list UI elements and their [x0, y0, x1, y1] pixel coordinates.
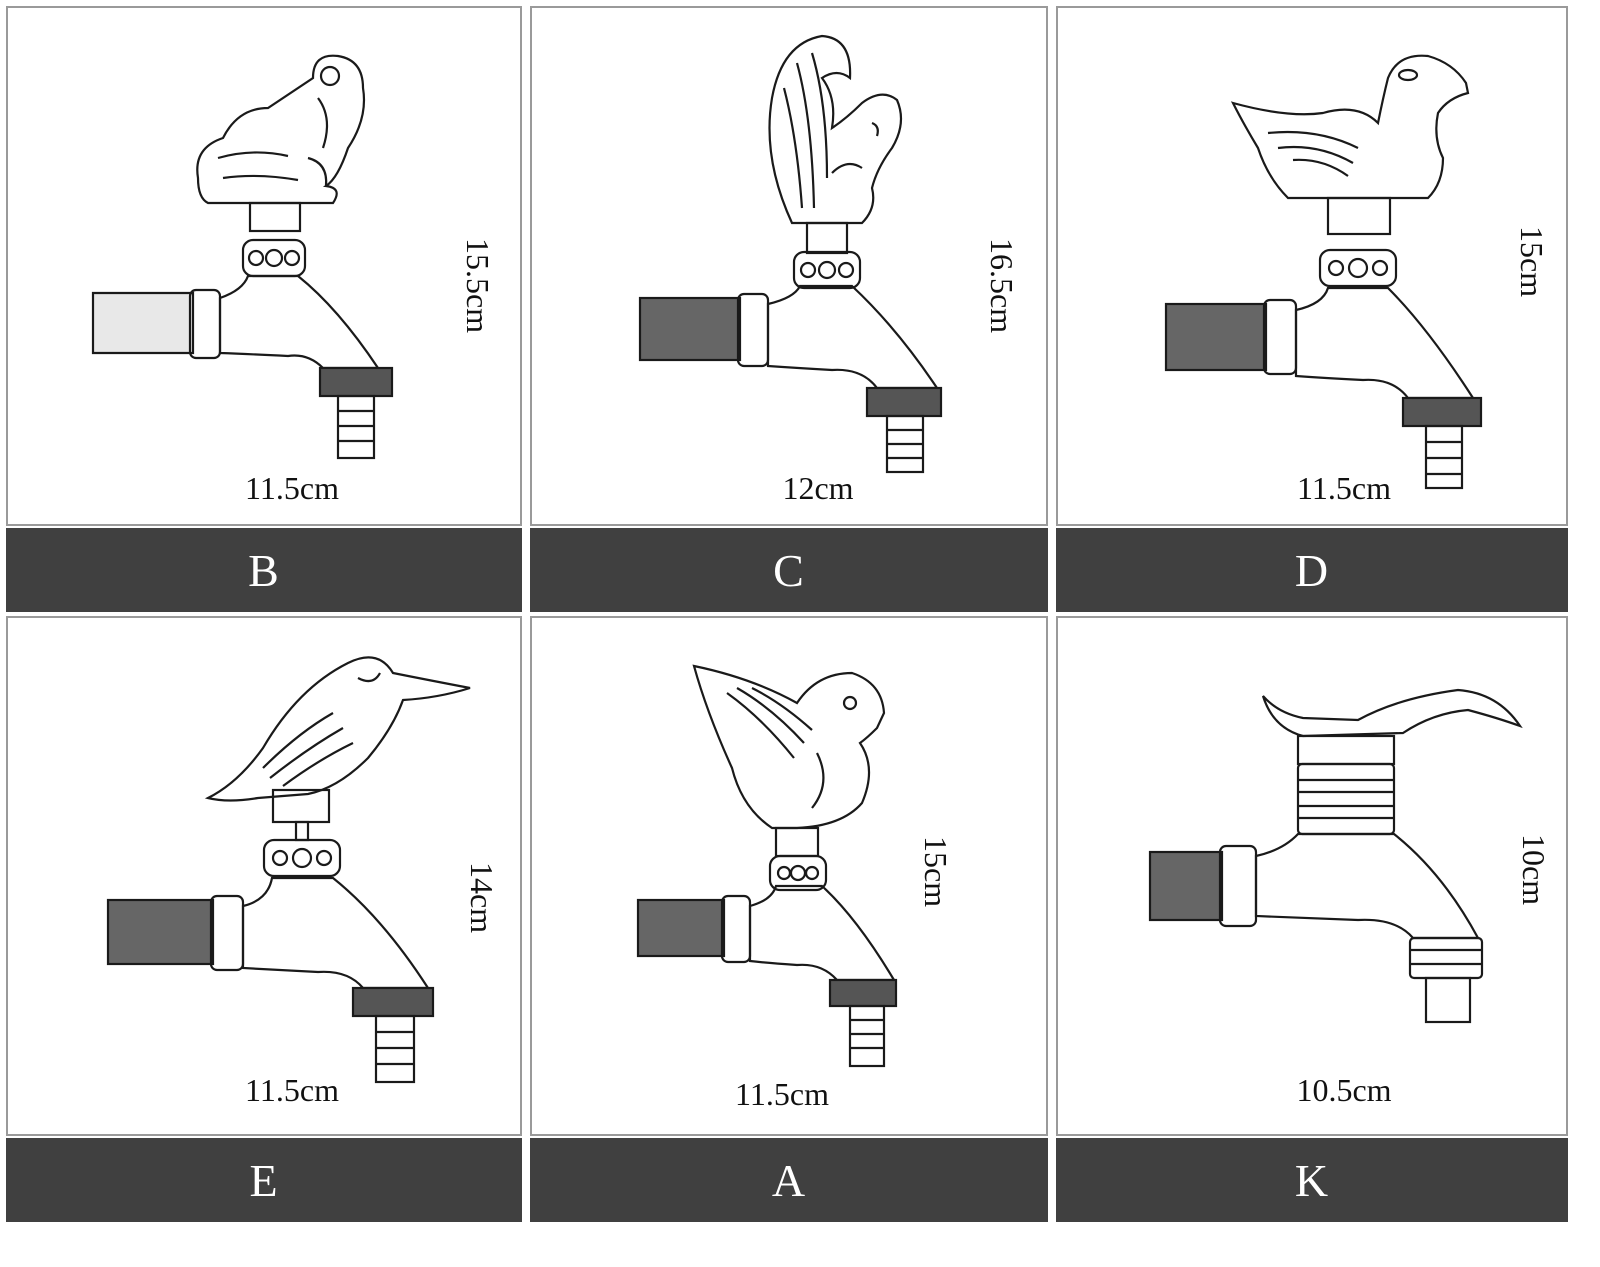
lever-height-dimension: 10cm — [1516, 834, 1552, 906]
label-bar-k: K — [1056, 1138, 1568, 1222]
kingfisher-figure — [204, 656, 471, 802]
duck-height-dimension: 15cm — [1514, 226, 1550, 298]
sparrow-width-dimension: 11.5cm — [735, 1076, 829, 1112]
kingfisher-height-dimension: 14cm — [464, 862, 500, 934]
sparrow-figure — [692, 664, 886, 830]
duck-figure — [1230, 54, 1470, 200]
panel-sparrow-tap: 15cm 11.5cm — [530, 616, 1048, 1136]
frog-height-dimension: 15.5cm — [460, 238, 496, 334]
sparrow-height-dimension: 15cm — [918, 836, 954, 908]
squirrel-height-dimension: 16.5cm — [984, 238, 1020, 334]
lever-tap-drawing — [1148, 688, 1523, 1024]
panel-frog-tap: 15.5cm 11.5cm — [6, 6, 522, 526]
panel-lever-tap: 10cm 10.5cm — [1056, 616, 1568, 1136]
frog-width-dimension: 11.5cm — [245, 470, 339, 506]
frog-tap-drawing — [91, 54, 394, 460]
squirrel-tap-drawing — [638, 34, 943, 474]
duck-width-dimension: 11.5cm — [1297, 470, 1391, 506]
label-bar-d: D — [1056, 528, 1568, 612]
duck-tap-drawing — [1164, 54, 1483, 490]
squirrel-width-dimension: 12cm — [782, 470, 854, 506]
lever-width-dimension: 10.5cm — [1296, 1072, 1392, 1108]
panel-squirrel-tap: 16.5cm 12cm — [530, 6, 1048, 526]
squirrel-figure — [768, 34, 903, 225]
panel-kingfisher-tap: 14cm 11.5cm — [6, 616, 522, 1136]
kingfisher-tap-drawing — [106, 656, 471, 1084]
lever-handle — [1261, 688, 1523, 738]
label-bar-e: E — [6, 1138, 522, 1222]
frog-figure — [196, 54, 366, 205]
label-bar-a: A — [530, 1138, 1048, 1222]
sparrow-tap-drawing — [636, 664, 898, 1068]
kingfisher-width-dimension: 11.5cm — [245, 1072, 339, 1108]
label-bar-b: B — [6, 528, 522, 612]
label-bar-c: C — [530, 528, 1048, 612]
panel-duck-tap: 15cm 11.5cm — [1056, 6, 1568, 526]
